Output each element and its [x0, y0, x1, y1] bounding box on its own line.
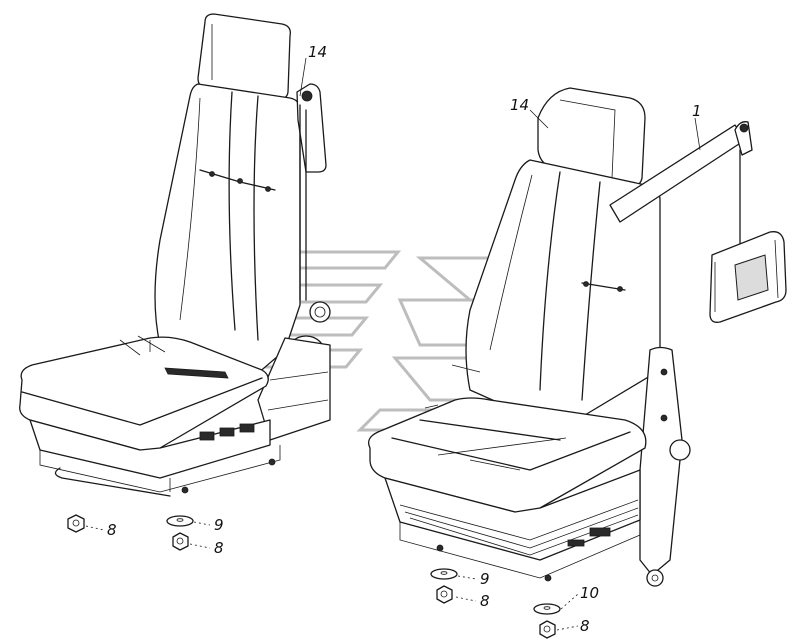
nut-right-a: [436, 585, 453, 604]
leader-lines: [85, 57, 701, 631]
callout-10: 10: [580, 584, 599, 602]
callout-8-right-b: 8: [580, 617, 590, 635]
left-seat-base: [29, 419, 271, 479]
callout-8-left-b: 8: [214, 539, 224, 557]
callout-8-left-a: 8: [107, 521, 117, 539]
callout-14-left: 14: [308, 43, 327, 61]
washer-right: [430, 568, 458, 580]
nut-right-b: [539, 620, 556, 639]
right-seat-pillar: [639, 346, 683, 576]
washer-10: [533, 603, 561, 615]
nut-left-a: [67, 514, 85, 533]
left-backrest: [154, 83, 301, 381]
washer-left: [166, 515, 194, 527]
left-belt-anchor: [296, 83, 327, 173]
callout-9-right: 9: [480, 570, 490, 588]
callout-9-left: 9: [214, 516, 224, 534]
nut-left-b: [172, 532, 189, 551]
left-seat: [19, 13, 331, 497]
left-seat-cushion: [19, 336, 269, 452]
right-seat-cushion: [367, 397, 647, 514]
callout-14-right: 14: [510, 96, 529, 114]
callout-1: 1: [692, 102, 702, 120]
callout-8-right-a: 8: [480, 592, 490, 610]
right-seat: [367, 87, 787, 587]
